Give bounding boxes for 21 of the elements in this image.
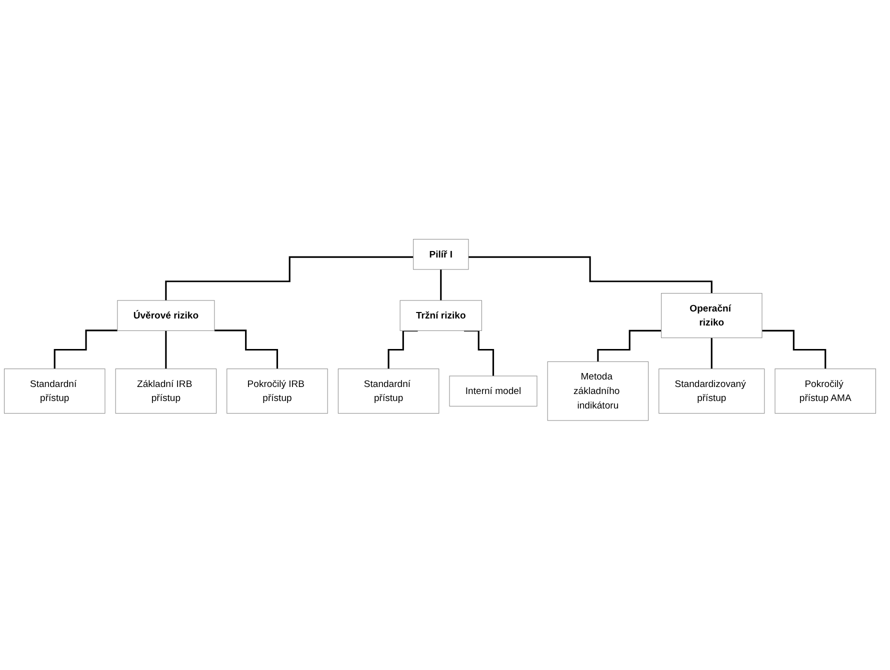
node-box: Pokročilý IRB přístup	[226, 368, 328, 414]
node-box: Základní IRB přístup	[115, 368, 217, 414]
node-box: Metoda základního indikátoru	[547, 362, 649, 421]
node-box: Úvěrové riziko	[117, 300, 215, 332]
connector	[165, 330, 167, 370]
node-box: Interní model	[449, 376, 538, 407]
node-box: Operační riziko	[661, 293, 762, 338]
node-box: Pilíř I	[413, 239, 469, 270]
connector	[440, 268, 442, 302]
connector	[762, 330, 826, 370]
node-box: Pokročilý přístup AMA	[774, 368, 876, 414]
connector	[597, 330, 662, 363]
node-box: Standardní přístup	[4, 368, 106, 414]
node-box: Standardizovaný přístup	[658, 368, 765, 414]
connector	[54, 330, 118, 370]
connector	[468, 256, 712, 294]
connector	[710, 337, 712, 370]
connector	[214, 330, 278, 370]
connector	[165, 256, 414, 302]
node-box: Standardní přístup	[338, 368, 440, 414]
node-box: Tržní riziko	[400, 300, 482, 332]
